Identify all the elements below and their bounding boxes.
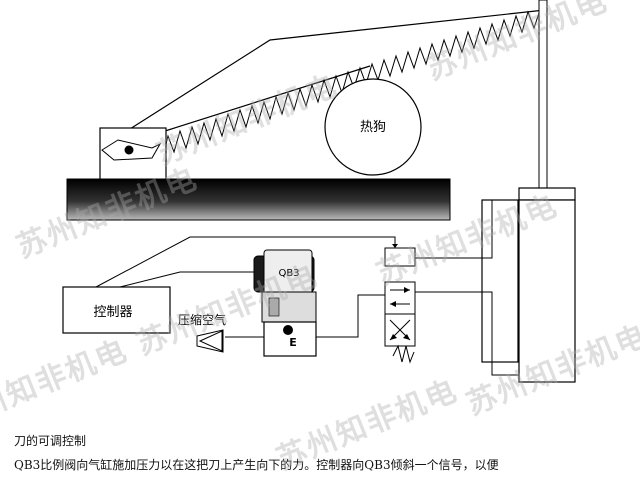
knife-control-diagram: 热狗 控制器 压缩空气 QB3 E bbox=[62, 0, 576, 383]
qb3-valve bbox=[253, 249, 317, 357]
qb3-label: QB3 bbox=[278, 268, 299, 279]
exhaust-label: E bbox=[289, 336, 297, 349]
valve-arrowheads bbox=[390, 244, 410, 340]
controller-box bbox=[62, 286, 171, 334]
pneumatic-cylinder bbox=[481, 187, 576, 383]
signal-lines bbox=[95, 236, 396, 288]
cutting-table bbox=[66, 178, 451, 221]
blade-outline bbox=[99, 9, 546, 149]
hot-dog bbox=[324, 78, 422, 176]
knife-holder bbox=[99, 127, 167, 181]
tension-spring bbox=[164, 9, 541, 154]
hot-dog-label: 热狗 bbox=[360, 120, 386, 135]
caption-title: 刀的可调控制 bbox=[14, 434, 87, 448]
directional-valve bbox=[384, 247, 416, 364]
caption-body: QB3比例阀向气缸施加压力以在这把刀上产生向下的力。控制器向QB3倾斜一个信号，… bbox=[14, 458, 499, 472]
air-lines bbox=[225, 200, 519, 376]
controller-label: 控制器 bbox=[93, 305, 132, 320]
compressed-air-label: 压缩空气 bbox=[178, 312, 226, 327]
piston-rod bbox=[538, 0, 548, 191]
